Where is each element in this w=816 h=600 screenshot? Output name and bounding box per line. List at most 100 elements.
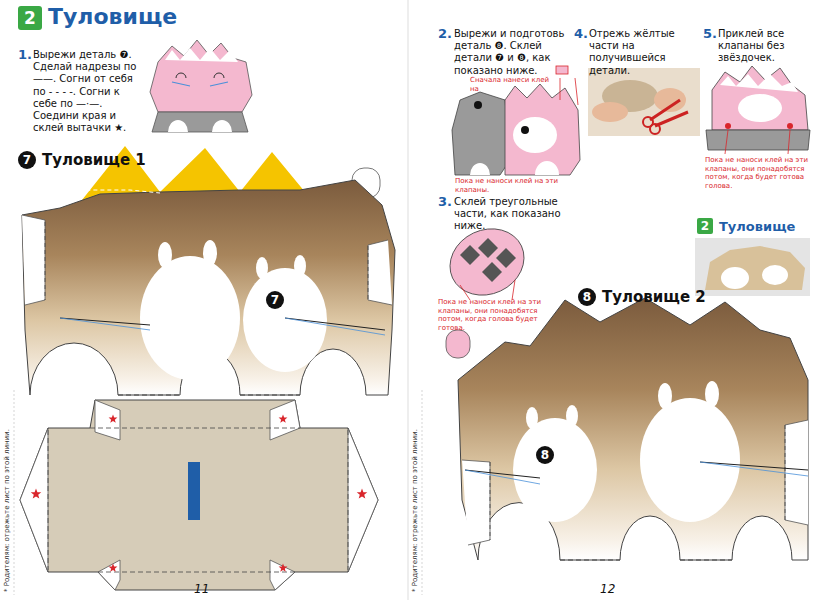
cutting-photo: [588, 68, 700, 136]
body-base-panel-part: [98, 572, 295, 573]
flap-glue-illustration-part: [738, 94, 782, 122]
flap-glue-illustration-part: [712, 66, 808, 130]
body-piece-1-part: [140, 256, 240, 380]
cutting-photo-part: [588, 68, 700, 136]
triangle-glue-illustration-part: [482, 262, 502, 282]
triangle-glue-illustration: [439, 217, 535, 307]
body-base-panel-part: [109, 414, 118, 422]
triangle-glue-illustration-part: [460, 280, 515, 300]
section-number-box: 2: [18, 6, 42, 30]
side-note: * Родителям: отрежьте лист по этой линии…: [411, 429, 420, 592]
instruction-text: Отрежь жёлтые части на получившейся дета…: [589, 28, 697, 77]
glue-step-illustration-part: [452, 92, 510, 175]
finished-body-photo-part: [695, 238, 810, 296]
part-number-circle: 8Туловище 2: [578, 288, 596, 306]
part-heading: Туловище 1: [42, 153, 146, 168]
head-illustration-part: [176, 73, 224, 78]
body-piece-2-part: [513, 418, 597, 522]
head-illustration-part: [150, 40, 252, 112]
page-number: 11: [194, 582, 209, 597]
part-number-circle: 7: [266, 291, 284, 309]
body-base-panel-part: [270, 560, 295, 590]
head-illustration: [150, 40, 252, 132]
part-number-circle: 7Туловище 1: [18, 151, 36, 169]
glue-step-illustration-part: [560, 78, 578, 105]
body-base-panel-part: [109, 563, 118, 571]
body-piece-2-part: [560, 560, 620, 561]
body-piece-1-part: [256, 257, 268, 279]
body-piece-2-part: [462, 460, 490, 545]
cutting-photo-part: [650, 124, 660, 134]
body-piece-2-part: [785, 425, 786, 520]
flap-glue-illustration-part: [706, 130, 810, 150]
flap-glue-illustration-part: [725, 130, 790, 154]
body-base-panel-part: [98, 560, 120, 590]
step-number: 2.: [438, 26, 452, 42]
body-base-panel-part: [48, 430, 49, 570]
body-base-panel-part: [279, 414, 288, 422]
section-number-box: 2Туловище: [697, 218, 713, 234]
body-base-panel: [20, 400, 378, 590]
number-text: 8: [541, 449, 549, 461]
instruction-text: Склей треугольные части, как показано ни…: [454, 196, 584, 233]
body-piece-2-part: [658, 383, 672, 409]
page-title: Туловище: [48, 6, 177, 28]
glue-step-illustration-part: [513, 117, 557, 153]
body-base-panel-part: [348, 430, 349, 570]
glue-step-illustration-part: [556, 66, 568, 74]
body-piece-1-part: [285, 318, 385, 335]
body-piece-1-part: [294, 255, 306, 277]
body-piece-1-part: [243, 268, 327, 372]
step-number: 3.: [438, 194, 452, 210]
body-piece-2-part: [566, 405, 578, 427]
warning-note: Пока не наноси клей на эти клапаны, они …: [705, 156, 811, 190]
body-piece-1: [22, 146, 395, 395]
number-text: 7: [271, 294, 279, 306]
head-illustration-part: [152, 112, 248, 132]
triangle-glue-illustration-part: [439, 217, 535, 307]
body-piece-1-part: [368, 240, 392, 305]
side-note: * Родителям: отрежьте лист по этой линии…: [3, 429, 12, 592]
body-base-panel-part: [20, 428, 48, 572]
body-piece-1-part: [368, 246, 369, 300]
body-piece-2-part: [465, 470, 540, 484]
head-illustration-part: [165, 48, 238, 62]
part-heading: Туловище: [719, 220, 795, 233]
triangle-glue-illustration-part: [496, 248, 516, 268]
body-base-panel-part: [20, 400, 378, 590]
instruction-text: Вырежи деталь ❼. Сделай надрезы по ——. С…: [33, 49, 145, 134]
page-gutter: [408, 0, 409, 600]
number-text: 2: [24, 10, 36, 27]
number-text: 2: [701, 220, 709, 232]
body-base-panel-part: [95, 400, 120, 440]
finished-body-photo-part: [721, 267, 749, 289]
part-heading: Туловище 2: [602, 290, 706, 305]
cut-line-marks-part: [422, 390, 423, 595]
page-gutter-part: [407, 0, 409, 600]
finished-body-photo: [695, 238, 810, 296]
body-piece-1-part: [118, 395, 180, 396]
glue-step-illustration-part: [470, 161, 559, 175]
body-base-panel-part: [90, 428, 300, 429]
body-base-panel-part: [31, 489, 42, 499]
cut-line-marks: [14, 390, 422, 595]
finished-body-photo-part: [705, 246, 805, 290]
body-piece-1-part: [203, 240, 217, 266]
triangle-glue-illustration-part: [460, 245, 480, 265]
finished-body-photo-part: [762, 265, 788, 285]
cutting-photo-part: [650, 100, 688, 126]
number-text: 7: [23, 154, 31, 166]
warning-note: Сначала нанеси клей на: [470, 76, 560, 93]
warning-note: Пока не наноси клей на эти клапаны.: [455, 177, 575, 194]
body-base-panel-part: [357, 489, 368, 499]
glue-step-illustration-part: [505, 84, 580, 175]
flap-glue-illustration: [706, 66, 810, 154]
body-piece-2-part: [680, 560, 732, 561]
step-number: 4.: [574, 26, 588, 42]
cut-line-marks-part: [14, 390, 15, 595]
body-piece-2-part: [705, 381, 719, 407]
triangle-glue-illustration-part: [478, 238, 498, 258]
body-piece-1-part: [240, 395, 300, 396]
body-piece-1-part: [60, 318, 150, 330]
